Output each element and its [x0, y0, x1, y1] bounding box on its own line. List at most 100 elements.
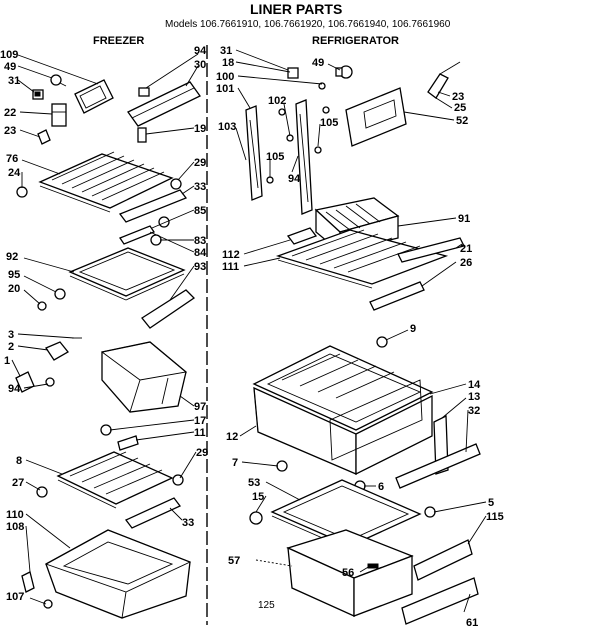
callout-93: 93 — [194, 261, 206, 273]
ref-bulb-base — [335, 67, 343, 77]
shelf-trim — [141, 289, 196, 329]
glass-shelf — [270, 479, 422, 551]
callout-r14: 14 — [468, 379, 481, 391]
callout-84: 84 — [194, 247, 207, 259]
callout-31: 31 — [8, 75, 20, 87]
callout-r105b: 105 — [266, 151, 284, 163]
thermostat — [427, 73, 449, 99]
pan-latch — [367, 563, 379, 569]
shelf-frame — [286, 227, 318, 245]
callout-3: 3 — [8, 329, 14, 341]
callout-r103: 103 — [218, 121, 236, 133]
callout-r111: 111 — [222, 261, 239, 273]
callout-49: 49 — [4, 61, 16, 73]
control-housing — [127, 81, 201, 127]
callout-17: 17 — [194, 415, 206, 427]
callout-107: 107 — [6, 591, 24, 603]
refrigerator-heading: REFRIGERATOR — [312, 35, 399, 47]
callout-r6: 6 — [378, 481, 384, 493]
diagram-title: LINER PARTS — [250, 1, 342, 17]
control-panel — [345, 87, 407, 147]
callout-110: 110 — [6, 509, 24, 521]
callout-1: 1 — [4, 355, 10, 367]
callout-r7: 7 — [232, 457, 238, 469]
callout-r112: 112 — [222, 249, 240, 261]
shelf-rod-lower — [369, 281, 425, 311]
refrigerator-leaders — [235, 49, 487, 613]
rail-screw-right-2 — [322, 106, 330, 114]
crisper-rail — [395, 443, 481, 489]
callout-r94: 94 — [288, 173, 301, 185]
callout-r101: 101 — [216, 83, 234, 95]
callout-r26: 26 — [460, 257, 472, 269]
callout-r49: 49 — [312, 57, 324, 69]
rod-support — [119, 225, 155, 245]
freezer-leaders — [11, 53, 199, 605]
shelf-rod — [118, 189, 188, 223]
freezer-lower-wire-shelf — [56, 451, 174, 509]
light-housing-face — [79, 85, 107, 109]
crisper-drawer — [253, 379, 433, 476]
shelf-support — [54, 288, 66, 300]
light-bulb — [50, 74, 62, 86]
basket-screw — [43, 599, 53, 609]
control-housing-edge — [131, 87, 195, 119]
callout-109: 109 — [0, 49, 18, 61]
callout-33: 33 — [194, 181, 206, 193]
rail-slots — [249, 119, 259, 189]
callout-92: 92 — [6, 251, 18, 263]
thermostat-tube — [439, 61, 461, 75]
shelf-cap — [170, 178, 182, 190]
callout-94: 94 — [194, 45, 207, 57]
bin-support — [100, 424, 112, 436]
clip — [37, 129, 51, 145]
callout-r12: 12 — [226, 431, 238, 443]
rail-screw-right — [314, 146, 322, 154]
lower-pan — [286, 529, 414, 618]
callout-85: 85 — [194, 205, 206, 217]
refrigerator-wire-shelf — [275, 229, 449, 289]
callout-r61: 61 — [466, 617, 478, 629]
bracket — [45, 341, 69, 361]
rail-screw-top — [278, 108, 286, 116]
bulb-base — [59, 82, 67, 87]
callout-11: 11 — [194, 427, 206, 439]
callout-19: 19 — [194, 123, 206, 135]
freezer-wire-shelf — [38, 151, 174, 213]
hinge-pin — [45, 377, 55, 387]
light-socket — [51, 103, 67, 127]
callout-30: 30 — [194, 59, 206, 71]
callout-27: 27 — [12, 477, 24, 489]
models-line: Models 106.7661910, 106.7661920, 106.766… — [165, 19, 451, 30]
freezer-solid-shelf — [68, 247, 186, 301]
callout-r13: 13 — [468, 391, 480, 403]
callout-97: 97 — [194, 401, 206, 413]
light-socket-ref — [287, 67, 299, 79]
control-tube — [137, 127, 147, 143]
socket-screw — [318, 82, 326, 90]
rail-slots-right — [299, 113, 309, 203]
callout-83: 83 — [194, 235, 206, 247]
callout-r115: 115 — [486, 511, 504, 523]
support-7 — [276, 460, 288, 472]
bin-roller — [117, 435, 139, 451]
callout-r52: 52 — [456, 115, 468, 127]
callout-r105: 105 — [320, 117, 338, 129]
page-number: 125 — [258, 600, 275, 611]
callout-r53: 53 — [248, 477, 260, 489]
callout-95: 95 — [8, 269, 20, 281]
lower-knob — [36, 486, 48, 498]
support-knob — [158, 216, 170, 228]
callout-108: 108 — [6, 521, 24, 533]
switch-button — [34, 91, 41, 97]
freezer-callouts: 109 49 31 22 23 94 30 19 76 24 29 33 85 … — [0, 45, 208, 603]
lower-cap — [172, 474, 184, 486]
callout-r57: 57 — [228, 555, 240, 567]
callout-r102: 102 — [268, 95, 286, 107]
control-knob — [138, 87, 150, 97]
callout-29-lower: 29 — [196, 447, 208, 459]
basket-stop — [21, 571, 35, 593]
lower-shelf-rod — [124, 497, 182, 529]
callout-94-lower: 94 — [8, 383, 21, 395]
